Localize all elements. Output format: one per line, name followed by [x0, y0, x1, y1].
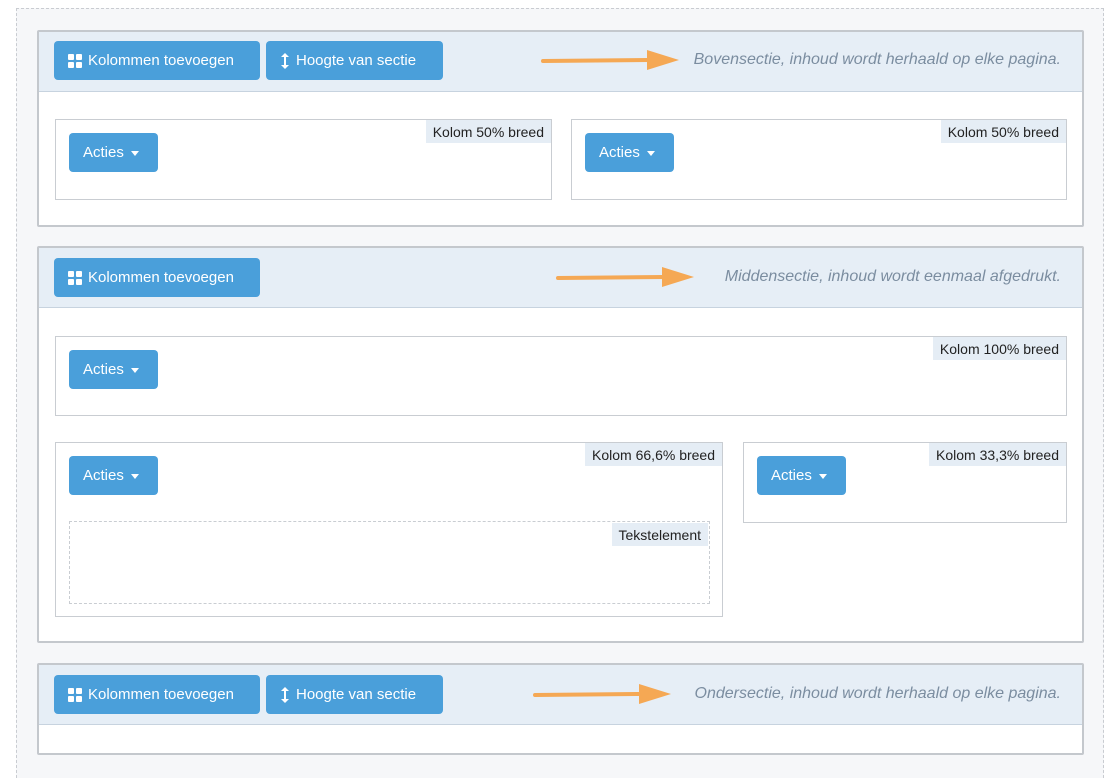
middle-section: Kolommen toevoegen Middensectie, inhoud … — [37, 246, 1084, 643]
bottom-section: Kolommen toevoegen Hoogte van sectie Ond… — [37, 663, 1084, 755]
column-width-label: Kolom 33,3% breed — [929, 443, 1066, 466]
actions-label: Acties — [771, 467, 812, 484]
vertical-resize-icon — [280, 52, 290, 69]
column-33: Kolom 33,3% breed Acties — [743, 442, 1067, 523]
column-100: Kolom 100% breed Acties — [55, 336, 1067, 416]
middle-section-header: Kolommen toevoegen Middensectie, inhoud … — [39, 248, 1082, 308]
actions-label: Acties — [83, 144, 124, 161]
caret-down-icon — [130, 474, 139, 479]
bottom-section-note: Ondersectie, inhoud wordt herhaald op el… — [694, 685, 1061, 702]
actions-label: Acties — [83, 467, 124, 484]
arrow-right-icon — [556, 267, 694, 287]
section-height-label: Hoogte van sectie — [296, 686, 417, 703]
bottom-section-header: Kolommen toevoegen Hoogte van sectie Ond… — [39, 665, 1082, 725]
grid-icon — [68, 270, 82, 285]
add-columns-label: Kolommen toevoegen — [88, 686, 234, 703]
add-columns-label: Kolommen toevoegen — [88, 52, 234, 69]
caret-down-icon — [646, 151, 655, 156]
actions-label: Acties — [599, 144, 640, 161]
text-element-label: Tekstelement — [611, 523, 708, 546]
actions-dropdown-button[interactable]: Acties — [757, 456, 846, 495]
vertical-resize-icon — [280, 686, 290, 703]
add-columns-button[interactable]: Kolommen toevoegen — [54, 258, 260, 297]
section-height-button[interactable]: Hoogte van sectie — [266, 41, 443, 80]
arrow-right-icon — [541, 50, 679, 70]
grid-icon — [68, 53, 82, 68]
add-columns-label: Kolommen toevoegen — [88, 269, 234, 286]
add-columns-button[interactable]: Kolommen toevoegen — [54, 675, 260, 714]
column-width-label: Kolom 66,6% breed — [585, 443, 722, 466]
section-height-button[interactable]: Hoogte van sectie — [266, 675, 443, 714]
text-element[interactable]: Tekstelement — [69, 521, 710, 604]
add-columns-button[interactable]: Kolommen toevoegen — [54, 41, 260, 80]
grid-icon — [68, 687, 82, 702]
top-section-note: Bovensectie, inhoud wordt herhaald op el… — [693, 51, 1061, 68]
top-section: Kolommen toevoegen Hoogte van sectie Bov… — [37, 30, 1084, 227]
caret-down-icon — [818, 474, 827, 479]
section-height-label: Hoogte van sectie — [296, 52, 417, 69]
column-width-label: Kolom 100% breed — [932, 337, 1066, 360]
actions-dropdown-button[interactable]: Acties — [69, 456, 158, 495]
column-width-label: Kolom 50% breed — [940, 120, 1066, 143]
column-66: Kolom 66,6% breed Acties Tekstelement — [55, 442, 723, 617]
top-section-header: Kolommen toevoegen Hoogte van sectie Bov… — [39, 32, 1082, 92]
column-50-left: Kolom 50% breed Acties — [55, 119, 552, 200]
actions-dropdown-button[interactable]: Acties — [585, 133, 674, 172]
caret-down-icon — [130, 151, 139, 156]
middle-section-note: Middensectie, inhoud wordt eenmaal afged… — [724, 268, 1061, 285]
actions-dropdown-button[interactable]: Acties — [69, 133, 158, 172]
caret-down-icon — [130, 368, 139, 373]
column-50-right: Kolom 50% breed Acties — [571, 119, 1067, 200]
actions-dropdown-button[interactable]: Acties — [69, 350, 158, 389]
column-width-label: Kolom 50% breed — [425, 120, 551, 143]
arrow-right-icon — [533, 684, 671, 704]
actions-label: Acties — [83, 361, 124, 378]
